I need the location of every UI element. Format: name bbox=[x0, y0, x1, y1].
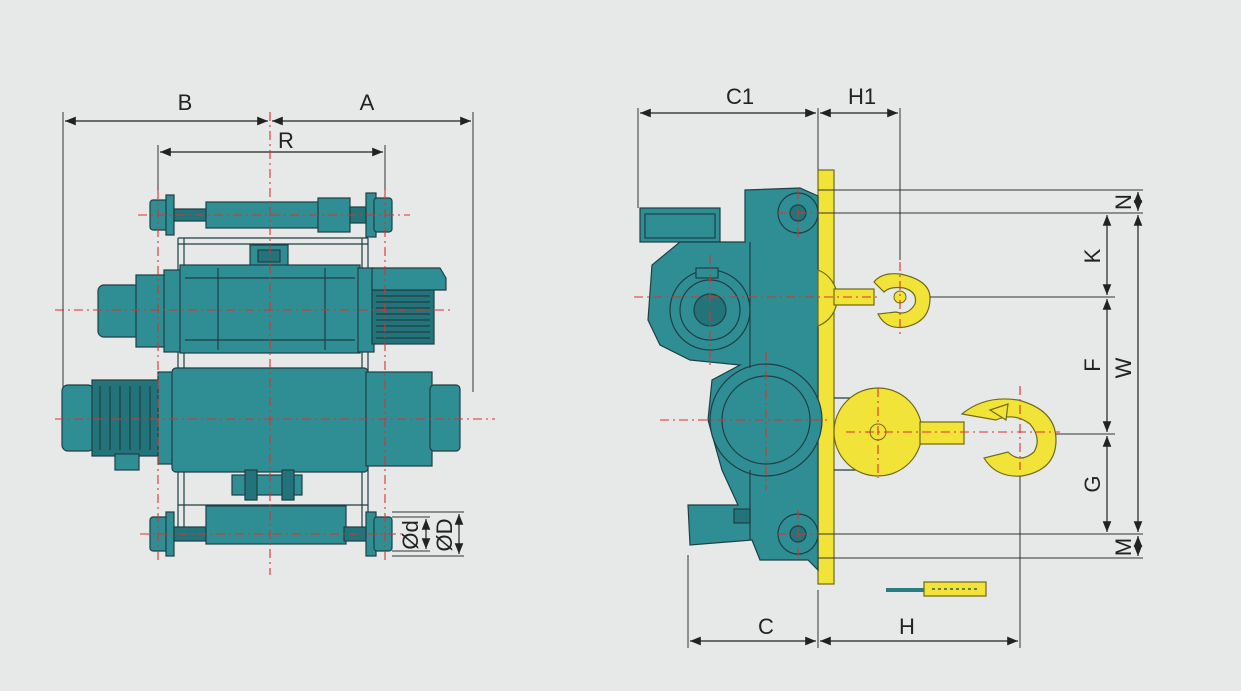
dim-label-A: A bbox=[360, 90, 375, 115]
upper-hook bbox=[817, 269, 931, 329]
dim-label-C1: C1 bbox=[726, 84, 754, 109]
dim-label-C: C bbox=[758, 614, 774, 639]
dim-label-F: F bbox=[1080, 358, 1105, 371]
dim-label-H: H bbox=[899, 614, 915, 639]
lower-drum-block bbox=[61, 367, 461, 473]
dim-label-B: B bbox=[178, 90, 193, 115]
hook-plate bbox=[817, 169, 835, 585]
dim-label-K: K bbox=[1080, 248, 1105, 263]
dim-label-d: Ød bbox=[398, 520, 423, 549]
dim-label-H1: H1 bbox=[848, 84, 876, 109]
dim-label-D: ØD bbox=[432, 519, 457, 552]
dim-label-N: N bbox=[1111, 194, 1136, 210]
pendant-control bbox=[886, 581, 987, 597]
bottom-wheel-assembly bbox=[149, 505, 393, 557]
left-view: B A R bbox=[55, 90, 495, 575]
dim-label-W: W bbox=[1111, 357, 1136, 378]
upper-drum-block bbox=[97, 264, 447, 354]
dim-label-G: G bbox=[1080, 475, 1105, 492]
dim-label-M: M bbox=[1111, 538, 1136, 556]
dim-label-R: R bbox=[278, 128, 294, 153]
hoist-side-body bbox=[639, 187, 823, 572]
right-view: C1 H1 C H bbox=[634, 84, 1143, 648]
